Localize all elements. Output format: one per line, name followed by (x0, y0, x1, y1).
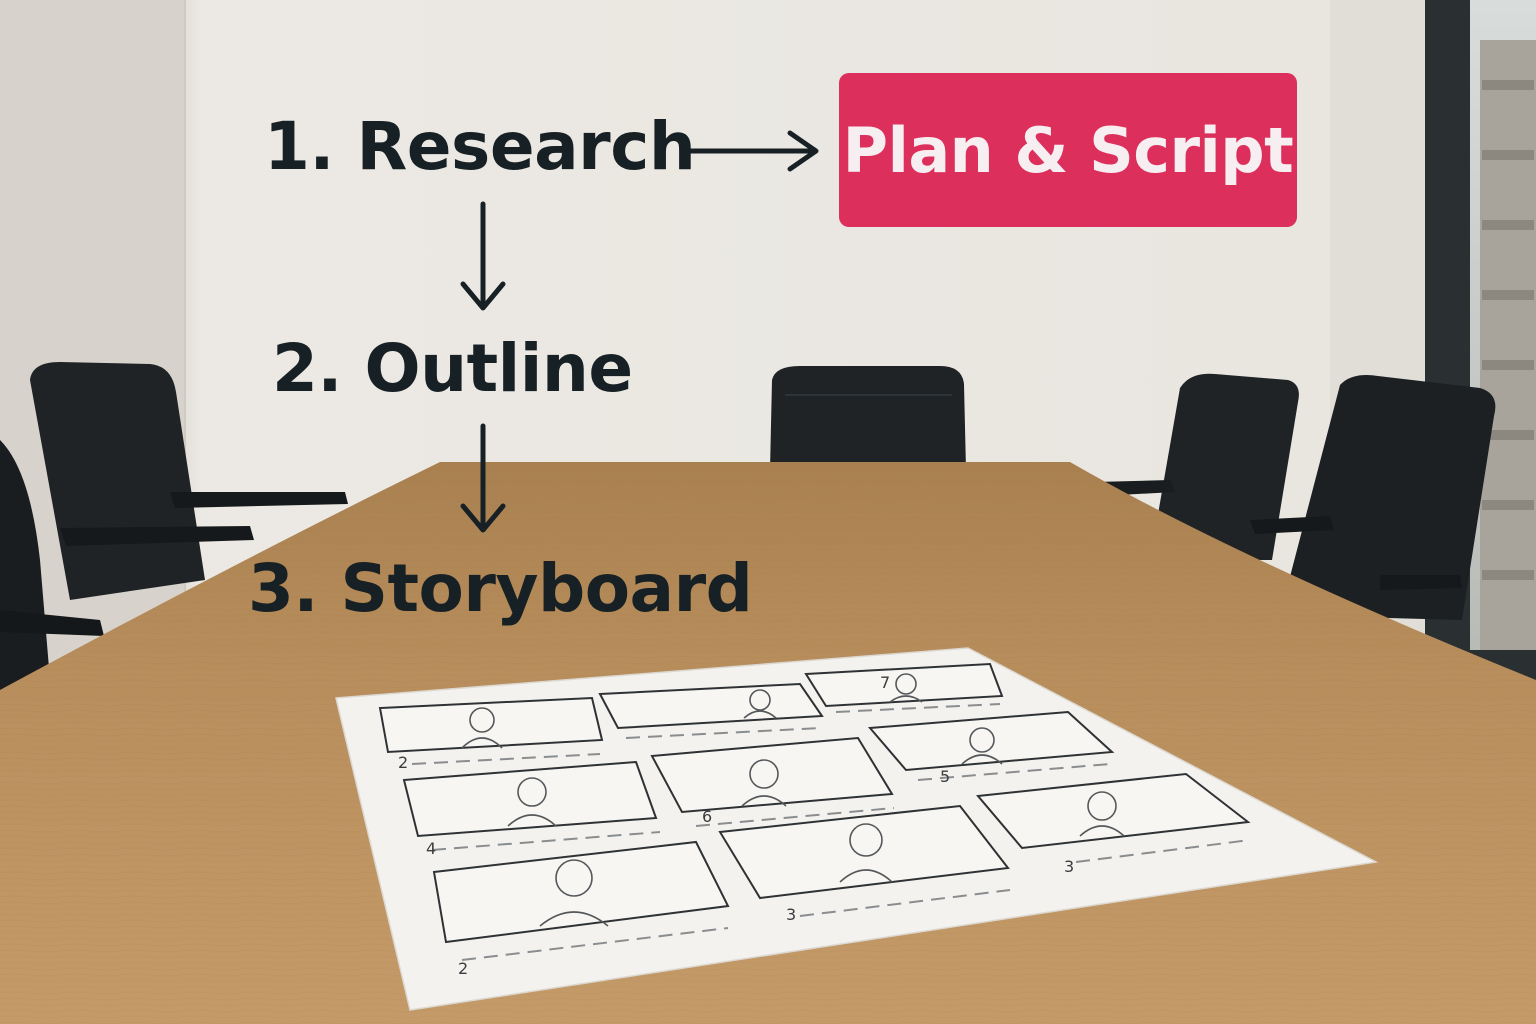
frame-number: 3 (786, 905, 796, 924)
storyboard-frame (976, 772, 1251, 850)
arrow-down-icon (460, 423, 506, 533)
storyboard-frame (378, 696, 604, 754)
storyboard-sheet: 2 4 2 6 3 7 5 3 (335, 647, 1379, 1011)
frame-number: 7 (880, 673, 890, 692)
frame-number: 6 (702, 807, 712, 826)
chair-left-1 (30, 362, 348, 600)
chair-left-2 (0, 440, 104, 690)
storyboard-frame (432, 840, 730, 944)
step-outline: 2. Outline (272, 330, 633, 407)
frame-number: 3 (1064, 857, 1074, 876)
storyboard-frame (867, 710, 1115, 772)
frame-number: 2 (398, 753, 408, 772)
step-research: 1. Research (264, 108, 696, 185)
storyboard-frame (402, 760, 658, 838)
frame-number: 4 (426, 839, 436, 858)
storyboard-frame (650, 736, 894, 814)
storyboard-frame (598, 682, 824, 730)
arrow-down-icon (460, 201, 506, 311)
arrow-right-icon (687, 130, 819, 172)
frame-number: 2 (458, 959, 468, 978)
plan-and-script-box: Plan & Script (839, 73, 1297, 227)
storyboard-frame (718, 804, 1010, 900)
chair-back-center (770, 366, 966, 470)
plan-and-script-label: Plan & Script (842, 113, 1294, 187)
storyboard-frame (804, 662, 1004, 708)
frame-number: 5 (940, 767, 950, 786)
chair-right-2 (1250, 375, 1496, 620)
step-storyboard: 3. Storyboard (248, 550, 753, 627)
